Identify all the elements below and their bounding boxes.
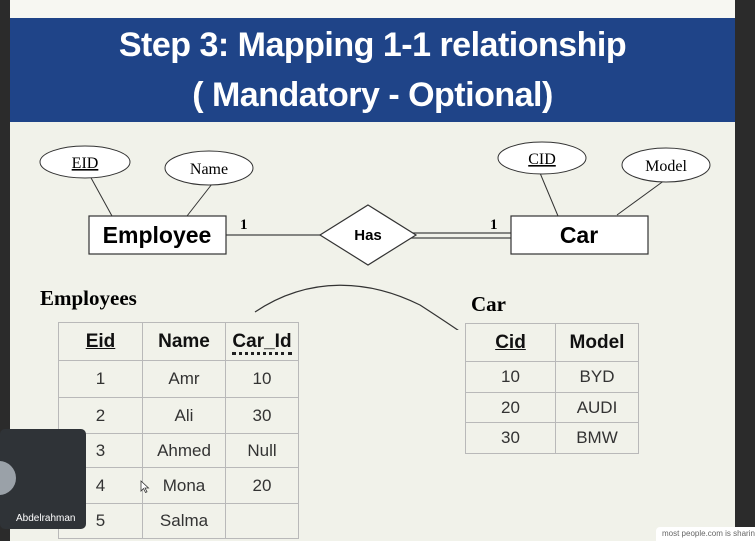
sharing-notice: most people.com is sharing xyxy=(656,527,755,541)
employees-cell: Mona xyxy=(142,467,226,504)
employees-cell: 30 xyxy=(225,397,299,434)
car-table: Cid Model 10 BYD 20 AUDI 30 BMW xyxy=(465,323,639,454)
mouse-pointer-icon xyxy=(140,480,150,494)
employees-header-row: Eid Name Car_Id xyxy=(58,322,299,361)
connector-name xyxy=(186,183,213,217)
attr-name: Name xyxy=(190,161,228,178)
employees-cell: Ahmed xyxy=(142,433,226,468)
employees-cell: 10 xyxy=(225,360,299,398)
slide-title: Step 3: Mapping 1-1 relationship xyxy=(118,26,627,64)
entity-car-box xyxy=(510,215,649,255)
employees-col-car-id: Car_Id xyxy=(225,322,299,361)
connector-eid xyxy=(89,175,113,217)
slide: Step 3: Mapping 1-1 relationship ( Manda… xyxy=(10,0,735,541)
employees-cell: 20 xyxy=(225,467,299,504)
er-diagram: EID Name CID Model Employee Car Has 1 1 xyxy=(39,141,711,330)
table-row: 5 Salma xyxy=(58,503,299,539)
connector-cid xyxy=(539,172,559,217)
title-bar: Step 3: Mapping 1-1 relationship ( Manda… xyxy=(10,18,735,122)
table-row: 30 BMW xyxy=(465,422,639,454)
table-row: 20 AUDI xyxy=(465,392,639,423)
slide-top-strip xyxy=(10,0,735,18)
table-row: 3 Ahmed Null xyxy=(58,433,299,468)
car-header-row: Cid Model xyxy=(465,323,639,362)
presenter-video-tile[interactable]: Abdelrahman xyxy=(0,429,86,529)
employees-cell: Null xyxy=(225,433,299,468)
annotation-arc xyxy=(254,284,459,330)
employees-cell: Salma xyxy=(142,503,226,539)
relationship-has-diamond xyxy=(318,204,418,266)
relationship-has: Has xyxy=(354,227,382,244)
connector-model xyxy=(616,179,666,216)
table-row: 1 Amr 10 xyxy=(58,360,299,398)
attr-model-ellipse xyxy=(621,147,711,183)
attr-cid-ellipse xyxy=(497,141,587,175)
avatar xyxy=(0,461,16,495)
attr-model: Model xyxy=(645,158,687,175)
car-cell: 30 xyxy=(465,422,556,454)
car-col-model: Model xyxy=(555,323,639,362)
entity-employee-box xyxy=(88,215,227,255)
car-cell: 20 xyxy=(465,392,556,423)
employees-cell: 1 xyxy=(58,360,143,398)
attr-eid: EID xyxy=(72,155,99,172)
car-table-title: Car xyxy=(471,292,506,316)
attr-eid-ellipse xyxy=(39,145,131,179)
employees-col-name: Name xyxy=(142,322,226,361)
car-col-cid: Cid xyxy=(465,323,556,362)
table-row: 10 BYD xyxy=(465,361,639,393)
employees-cell: Amr xyxy=(142,360,226,398)
table-row: 4 Mona 20 xyxy=(58,467,299,504)
employees-col-eid: Eid xyxy=(58,322,143,361)
entity-employee: Employee xyxy=(103,222,212,248)
employees-table: Eid Name Car_Id 1 Amr 10 2 Ali 30 3 Ahme… xyxy=(58,322,299,539)
employees-table-title: Employees xyxy=(40,286,137,310)
attr-cid: CID xyxy=(528,151,556,168)
cardinality-employee: 1 xyxy=(240,217,248,233)
car-cell: AUDI xyxy=(555,392,639,423)
cardinality-car: 1 xyxy=(490,217,498,233)
car-cell: BYD xyxy=(555,361,639,393)
table-row: 2 Ali 30 xyxy=(58,397,299,434)
presenter-name: Abdelrahman xyxy=(16,513,76,524)
car-cell: 10 xyxy=(465,361,556,393)
employees-cell: Ali xyxy=(142,397,226,434)
entity-car: Car xyxy=(560,222,598,248)
slide-subtitle: ( Mandatory - Optional) xyxy=(192,76,553,114)
employees-cell xyxy=(225,503,299,539)
car-cell: BMW xyxy=(555,422,639,454)
attr-name-ellipse xyxy=(164,150,254,186)
